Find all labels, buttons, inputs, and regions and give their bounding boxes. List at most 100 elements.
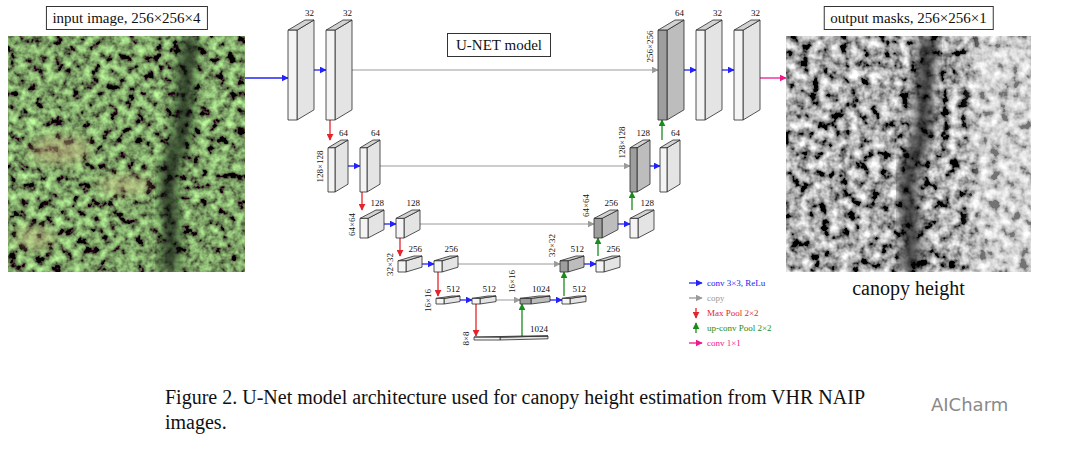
- slab-face: [326, 30, 335, 120]
- slab-shape: [658, 20, 684, 120]
- slab-face: [594, 210, 618, 218]
- channel-count-holder: 64: [671, 129, 680, 138]
- slab-face: [562, 298, 570, 304]
- legend-text: conv 1×1: [707, 338, 741, 348]
- channel-count: 64: [675, 8, 684, 18]
- dimension-label-holder: 64×64: [582, 193, 591, 218]
- output-mask: output masks, 256×256×1canopy height: [786, 36, 1031, 272]
- slab-shape: [696, 20, 722, 120]
- bottleneck-slab: 1024: [474, 336, 548, 340]
- channel-count: 512: [483, 284, 497, 294]
- slab-face: [434, 256, 458, 261]
- channel-count-holder: 128: [371, 199, 385, 208]
- slab-shape: [396, 210, 420, 238]
- slab-face: [335, 140, 348, 192]
- slab-shape: [630, 140, 650, 192]
- dimension-label-holder: 16×16: [508, 269, 517, 294]
- conv-arrow: [245, 77, 288, 78]
- slab-face: [705, 20, 722, 120]
- channel-count-holder: 128: [407, 199, 421, 208]
- slab-face: [328, 148, 335, 192]
- max-pool-arrow: [437, 272, 438, 296]
- max-pool-arrow: [329, 120, 330, 140]
- slab-shape: [630, 210, 654, 238]
- dimension-label: 256×256: [645, 31, 655, 63]
- model-label-box: U-NET model: [447, 33, 551, 57]
- conv-arrow: [384, 223, 396, 224]
- channel-count: 1024: [530, 324, 548, 334]
- legend-text: copy: [707, 293, 725, 303]
- feature-map-slab: 512: [436, 296, 460, 304]
- dimension-label: 32×32: [385, 252, 395, 275]
- slab-face: [667, 20, 684, 120]
- feature-map-slab: 256: [434, 256, 458, 272]
- slab-face: [288, 30, 297, 120]
- up-conv-arrow: [521, 304, 522, 336]
- conv-arrow: [460, 299, 472, 300]
- conv-arrow: [314, 69, 326, 70]
- watermark-holder: AICharm: [930, 396, 1009, 414]
- channel-count-holder: 32: [343, 9, 352, 18]
- feature-map-slab: 64: [328, 140, 348, 192]
- legend-row: up-conv Pool 2×2: [688, 320, 772, 335]
- slab-face: [630, 148, 637, 192]
- channel-count: 512: [447, 284, 461, 294]
- legend-arrow-sample: [688, 322, 704, 334]
- slab-face: [297, 20, 314, 120]
- channel-count-holder: 256: [607, 245, 621, 254]
- dimension-label-holder: 128×128: [316, 149, 325, 183]
- feature-map-slab: 512: [472, 296, 496, 304]
- copy-arrow: [352, 70, 658, 71]
- dimension-label-holder: 32×32: [548, 233, 557, 258]
- channel-count: 64: [671, 128, 680, 138]
- max-pool-arrow: [399, 238, 400, 256]
- dimension-label-holder: 256×256: [646, 30, 655, 64]
- image-title-box: input image, 256×256×4: [45, 6, 207, 30]
- slab-face: [360, 140, 380, 148]
- slab-shape: [560, 256, 584, 272]
- channel-count: 256: [605, 198, 619, 208]
- slab-face: [396, 218, 404, 238]
- feature-map-slab: 128: [630, 210, 654, 238]
- channel-count: 512: [571, 244, 585, 254]
- slab-shape: [398, 256, 422, 272]
- channel-count: 128: [371, 198, 385, 208]
- feature-map-slab: 256: [596, 256, 620, 272]
- slab-shape: [474, 336, 548, 340]
- slab-face: [630, 218, 638, 238]
- slab-face: [660, 140, 680, 148]
- channel-count-holder: 512: [573, 285, 587, 294]
- dimension-label: 128×128: [315, 150, 325, 182]
- legend-text: conv 3×3, ReLu: [707, 278, 765, 288]
- image-caption: canopy height: [852, 276, 965, 300]
- feature-map-slab: 32: [696, 20, 722, 120]
- conv-arrow: [684, 69, 696, 70]
- slab-face: [360, 148, 367, 192]
- copy-arrow: [496, 300, 520, 301]
- image-text: output masks, 256×256×1: [830, 10, 987, 26]
- slab-face: [594, 218, 602, 238]
- canopy-height-mask: [786, 36, 1031, 272]
- slab-face: [596, 261, 604, 272]
- figure-caption-holder: Figure 2. U-Net model architecture used …: [165, 385, 925, 435]
- slab-shape: [326, 20, 352, 120]
- channel-count-holder: 64: [339, 129, 348, 138]
- legend-row: copy: [688, 290, 772, 305]
- slab-shape: [520, 296, 550, 304]
- dimension-label-holder: 8×8: [462, 330, 471, 346]
- channel-count-holder: 256: [445, 245, 459, 254]
- legend-text: Max Pool 2×2: [707, 308, 759, 318]
- legend-arrow: [695, 323, 696, 333]
- channel-count-holder: 64: [371, 129, 380, 138]
- conv-arrow: [584, 263, 596, 264]
- dimension-label-holder: 16×16: [424, 287, 433, 312]
- slab-shape: [328, 140, 348, 192]
- slab-face: [472, 298, 480, 304]
- slab-shape: [434, 256, 458, 272]
- slab-shape: [360, 140, 380, 192]
- channel-count-holder: 512: [483, 285, 497, 294]
- channel-count: 32: [343, 8, 352, 18]
- slab-shape: [562, 296, 586, 304]
- feature-map-slab: 1024: [520, 296, 550, 304]
- channel-count: 256: [409, 244, 423, 254]
